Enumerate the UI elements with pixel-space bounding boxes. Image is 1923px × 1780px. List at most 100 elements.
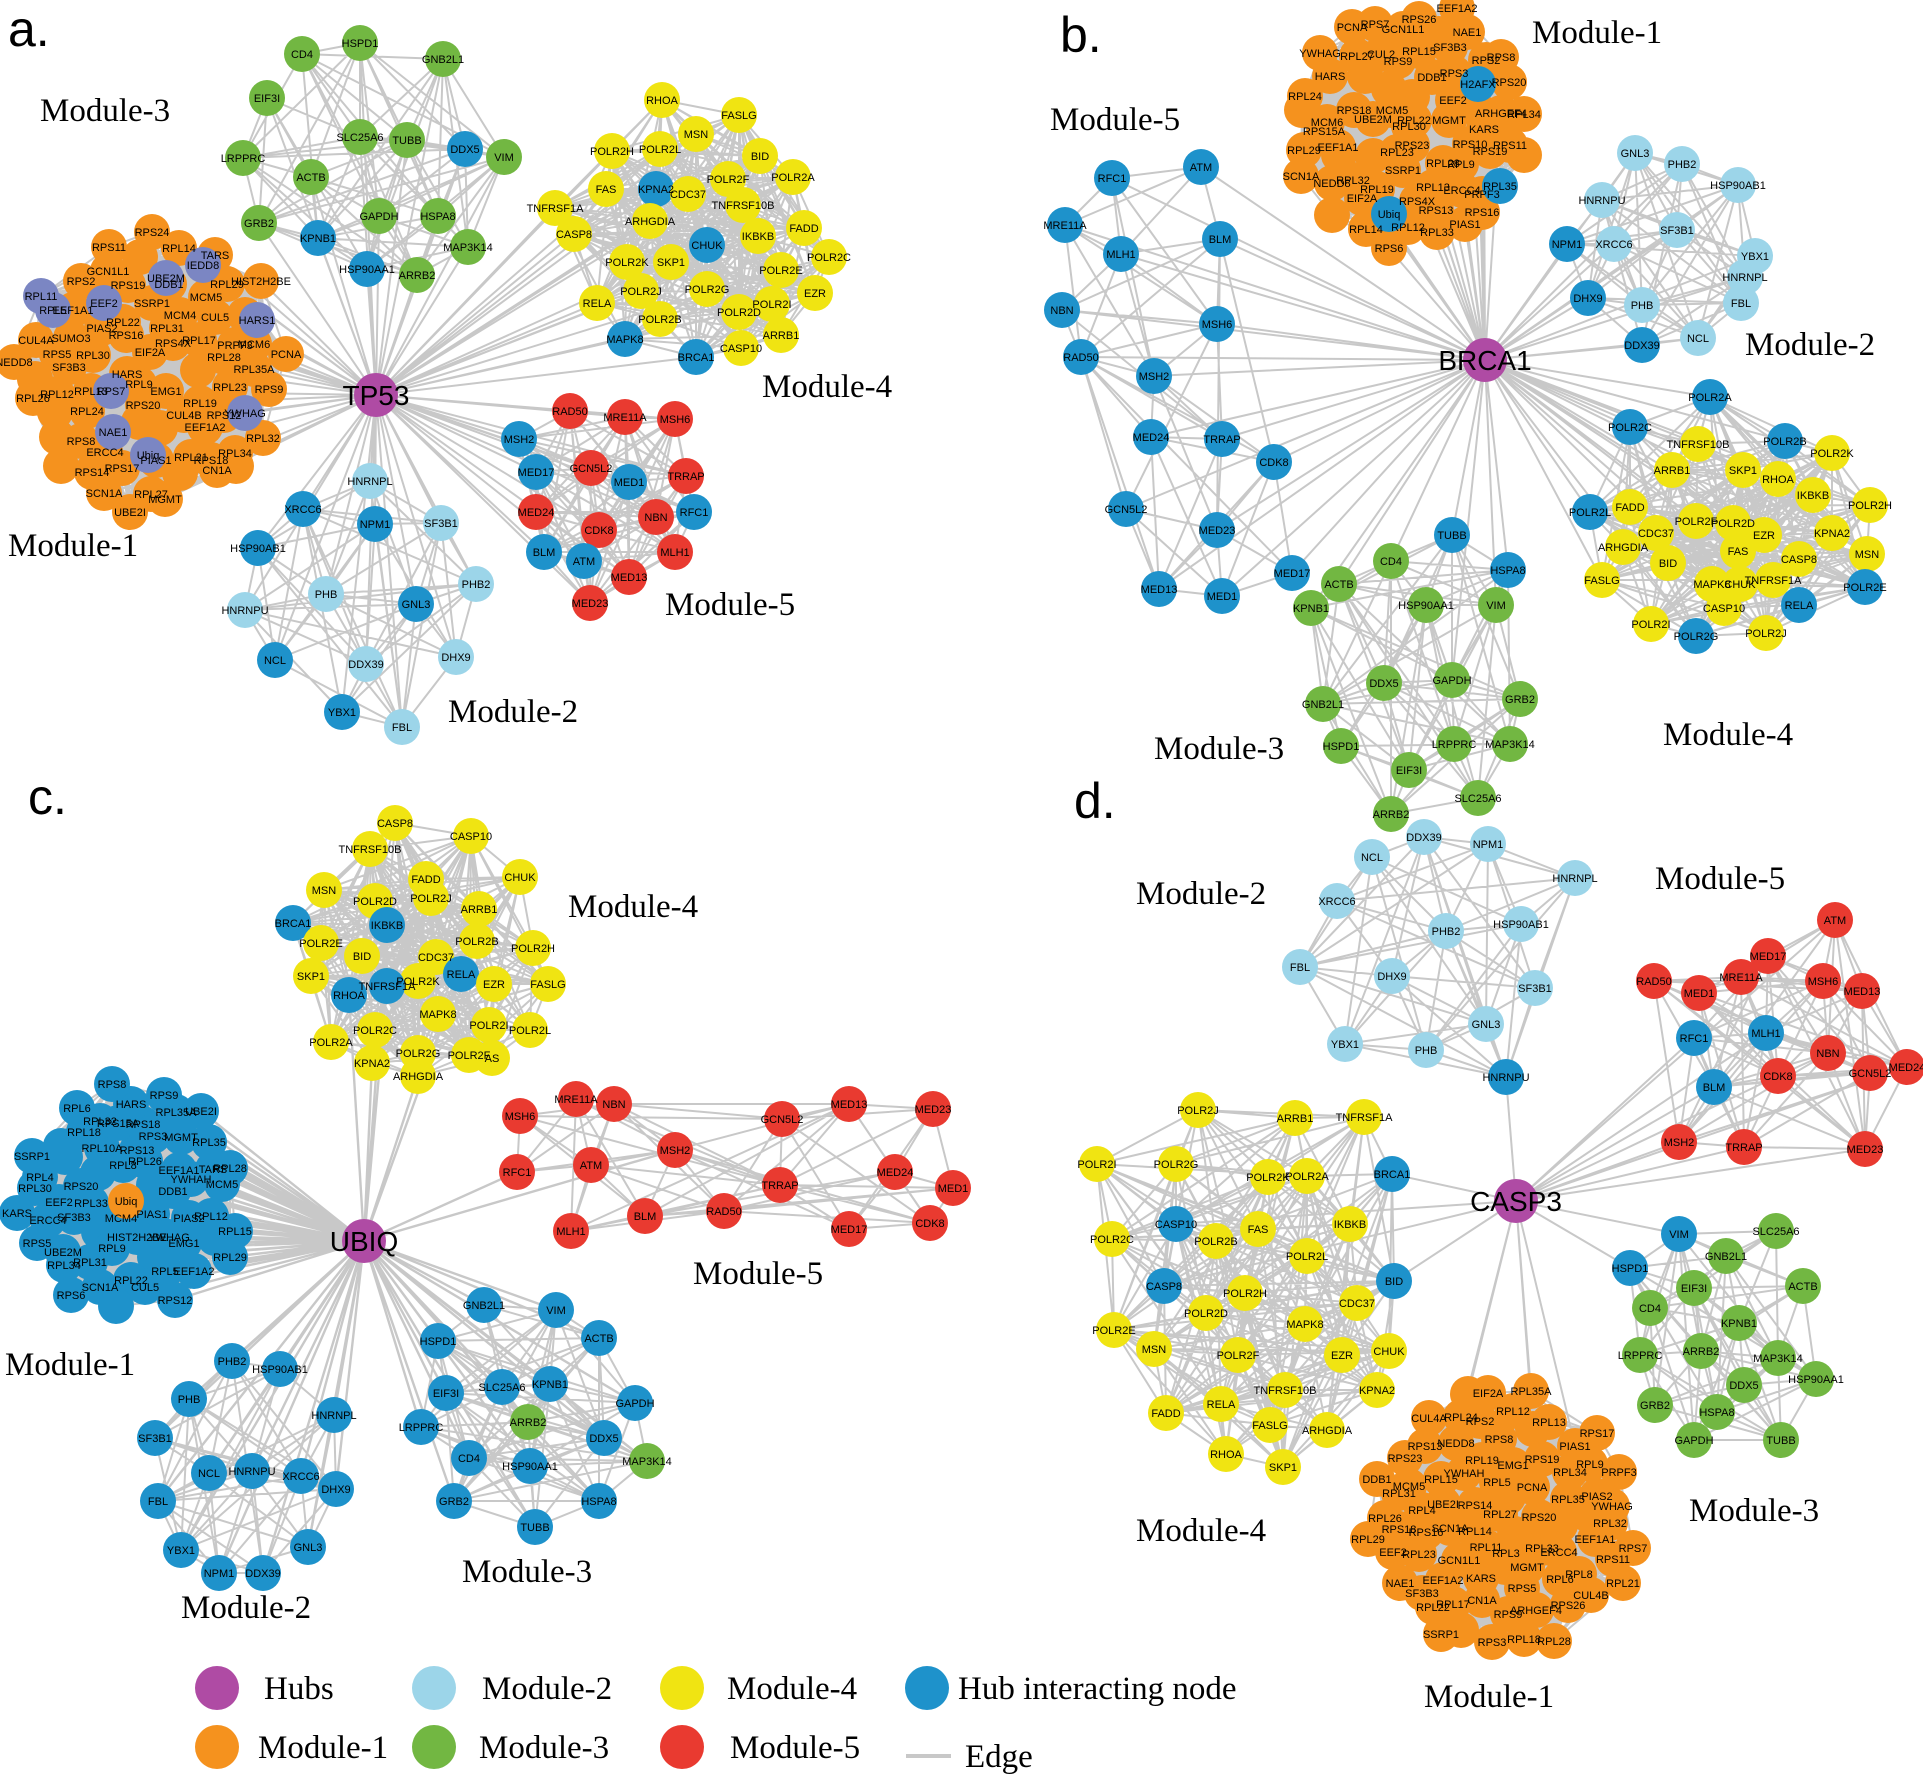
svg-text:POLR2G: POLR2G xyxy=(396,1048,441,1060)
svg-text:Module-2: Module-2 xyxy=(181,1590,311,1626)
svg-text:POLR2J: POLR2J xyxy=(1745,628,1787,640)
svg-text:RPL18: RPL18 xyxy=(67,1127,101,1139)
svg-text:CDC37: CDC37 xyxy=(670,189,706,201)
svg-text:PHB: PHB xyxy=(1415,1045,1438,1057)
svg-text:RPS16: RPS16 xyxy=(109,330,144,342)
svg-text:RPS24: RPS24 xyxy=(135,227,170,239)
svg-text:RPS13: RPS13 xyxy=(1408,1441,1443,1453)
svg-text:YWHAG: YWHAG xyxy=(148,1232,190,1244)
svg-text:AS: AS xyxy=(485,1053,500,1065)
svg-text:RELA: RELA xyxy=(1207,1399,1236,1411)
svg-text:RPL3: RPL3 xyxy=(1492,1548,1520,1560)
svg-text:MLH1: MLH1 xyxy=(1751,1028,1780,1040)
svg-text:DDX39: DDX39 xyxy=(1624,340,1659,352)
svg-text:MCM5: MCM5 xyxy=(1376,105,1408,117)
svg-text:HSPA8: HSPA8 xyxy=(1490,565,1525,577)
svg-text:MED1: MED1 xyxy=(938,1183,969,1195)
svg-text:RHOA: RHOA xyxy=(1210,1449,1242,1461)
svg-text:SSRP1: SSRP1 xyxy=(1385,165,1421,177)
svg-text:RPL13: RPL13 xyxy=(1416,182,1450,194)
svg-text:HSP90AB1: HSP90AB1 xyxy=(1493,919,1549,931)
svg-text:CASP8: CASP8 xyxy=(1146,1281,1182,1293)
svg-text:RPL31: RPL31 xyxy=(150,323,184,335)
svg-text:RPS13: RPS13 xyxy=(1419,205,1454,217)
svg-text:TRRAP: TRRAP xyxy=(761,1180,798,1192)
svg-text:EEF1A2: EEF1A2 xyxy=(1423,1575,1464,1587)
svg-text:DDX39: DDX39 xyxy=(348,659,383,671)
svg-text:RPL34: RPL34 xyxy=(1553,1467,1587,1479)
svg-text:DDX5: DDX5 xyxy=(1729,1380,1758,1392)
svg-text:YBX1: YBX1 xyxy=(1741,251,1769,263)
svg-text:EZR: EZR xyxy=(1331,1350,1353,1362)
svg-text:KPNA2: KPNA2 xyxy=(1359,1385,1395,1397)
svg-text:RPS2: RPS2 xyxy=(67,276,96,288)
svg-text:POLR2K: POLR2K xyxy=(605,257,649,269)
svg-text:RPS3: RPS3 xyxy=(1440,68,1469,80)
svg-text:DHX9: DHX9 xyxy=(1377,971,1406,983)
svg-text:MCM5: MCM5 xyxy=(190,292,222,304)
svg-text:RHOA: RHOA xyxy=(646,95,678,107)
svg-text:YBX1: YBX1 xyxy=(1331,1039,1359,1051)
svg-text:YBX1: YBX1 xyxy=(328,707,356,719)
svg-text:GRB2: GRB2 xyxy=(439,1496,469,1508)
svg-text:HSPD1: HSPD1 xyxy=(342,38,379,50)
svg-text:CASP3: CASP3 xyxy=(1470,1186,1562,1217)
svg-text:CDC37: CDC37 xyxy=(1638,528,1674,540)
svg-text:POLR2L: POLR2L xyxy=(509,1025,551,1037)
svg-text:MGMT: MGMT xyxy=(1510,1562,1544,1574)
svg-text:DHX9: DHX9 xyxy=(441,652,470,664)
svg-text:RPS23: RPS23 xyxy=(1388,1453,1423,1465)
svg-text:RPL33: RPL33 xyxy=(1420,227,1454,239)
svg-text:ATM: ATM xyxy=(1190,162,1212,174)
svg-text:RPL29: RPL29 xyxy=(213,1252,247,1264)
svg-text:HARS: HARS xyxy=(112,369,143,381)
svg-text:KPNA2: KPNA2 xyxy=(638,184,674,196)
svg-text:BLM: BLM xyxy=(634,1211,657,1223)
svg-text:CASP8: CASP8 xyxy=(377,818,413,830)
svg-text:RPS15A: RPS15A xyxy=(1303,126,1346,138)
svg-text:MSH2: MSH2 xyxy=(660,1145,691,1157)
svg-text:RPL31: RPL31 xyxy=(73,1257,107,1269)
svg-text:RPL9: RPL9 xyxy=(98,1243,126,1255)
svg-text:ATM: ATM xyxy=(580,1160,602,1172)
svg-text:RFC1: RFC1 xyxy=(503,1167,532,1179)
svg-text:ARRB2: ARRB2 xyxy=(510,1417,547,1429)
svg-text:MED17: MED17 xyxy=(1750,951,1787,963)
svg-text:PCNA: PCNA xyxy=(1517,1482,1548,1494)
svg-text:POLR2B: POLR2B xyxy=(455,936,498,948)
svg-text:MCM5: MCM5 xyxy=(1393,1481,1425,1493)
svg-text:TNFRSF1A: TNFRSF1A xyxy=(1336,1112,1394,1124)
svg-text:PRPF3: PRPF3 xyxy=(217,340,252,352)
svg-text:POLR2F: POLR2F xyxy=(1217,1350,1260,1362)
svg-text:EEF1A2: EEF1A2 xyxy=(174,1266,215,1278)
svg-text:TUBB: TUBB xyxy=(1437,530,1466,542)
svg-text:Ubiq: Ubiq xyxy=(1378,209,1401,221)
svg-text:PIAS1: PIAS1 xyxy=(136,1209,167,1221)
svg-text:MRE11A: MRE11A xyxy=(1719,972,1763,984)
svg-text:HNRNPU: HNRNPU xyxy=(221,605,268,617)
svg-text:GRB2: GRB2 xyxy=(244,218,274,230)
svg-text:MAP3K14: MAP3K14 xyxy=(443,242,493,254)
svg-text:MSH6: MSH6 xyxy=(1202,319,1233,331)
svg-text:IEDD8: IEDD8 xyxy=(187,260,219,272)
svg-text:RPL30: RPL30 xyxy=(76,350,110,362)
svg-text:CDK8: CDK8 xyxy=(1763,1071,1792,1083)
svg-text:RPL27: RPL27 xyxy=(1340,51,1374,63)
svg-text:ATM: ATM xyxy=(573,556,595,568)
svg-text:MED23: MED23 xyxy=(572,598,609,610)
svg-text:MLH1: MLH1 xyxy=(1106,249,1135,261)
svg-text:XRCC6: XRCC6 xyxy=(1318,896,1355,908)
svg-text:Module-1: Module-1 xyxy=(1424,1679,1554,1715)
svg-text:RPS20: RPS20 xyxy=(1492,77,1527,89)
svg-text:HSP90AB1: HSP90AB1 xyxy=(230,543,286,555)
svg-text:Module-3: Module-3 xyxy=(462,1554,592,1590)
svg-text:RPS20: RPS20 xyxy=(1522,1512,1557,1524)
svg-text:DHX9: DHX9 xyxy=(321,1484,350,1496)
svg-text:POLR2C: POLR2C xyxy=(807,252,851,264)
svg-text:RPS3: RPS3 xyxy=(139,1131,168,1143)
svg-text:RPL29: RPL29 xyxy=(210,279,244,291)
svg-text:CUL5: CUL5 xyxy=(131,1282,159,1294)
svg-text:DDB1: DDB1 xyxy=(154,279,183,291)
svg-text:RPL26: RPL26 xyxy=(1368,1513,1402,1525)
svg-text:BLM: BLM xyxy=(1703,1082,1726,1094)
